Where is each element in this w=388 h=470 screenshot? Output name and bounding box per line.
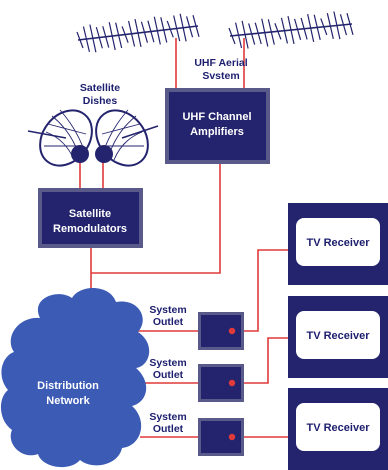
satellite-remodulators-box: Satellite Remodulators <box>38 188 143 248</box>
uhf-aerial-label-line1: UHF Aerial <box>194 57 247 69</box>
system-outlet-2: System Outlet <box>149 357 244 402</box>
network-label-line2: Network <box>46 395 90 407</box>
network-label-line1: Distribution <box>37 380 99 392</box>
tv-receiver-3: TV Receiver <box>288 388 388 470</box>
tv-receiver-1-label: TV Receiver <box>307 237 371 249</box>
uhf-amplifiers-label-line2: Amplifiers <box>190 126 244 138</box>
tv-receiver-2: TV Receiver <box>288 296 388 378</box>
satellite-dish-left-icon <box>27 109 93 167</box>
uhf-channel-amplifiers-box: UHF Channel Amplifiers <box>165 88 270 164</box>
satellite-dishes-label-line2: Dishes <box>83 95 118 107</box>
uhf-aerial-label-line2: Svstem <box>202 70 239 82</box>
tv-receiver-2-label: TV Receiver <box>307 330 371 342</box>
outlet-1-label-line2: Outlet <box>153 316 184 328</box>
outlet-3-label-line2: Outlet <box>153 423 184 435</box>
remodulators-label-line1: Satellite <box>69 208 111 220</box>
distribution-network-cloud: Distribution Network <box>0 287 150 468</box>
tv-receiver-1: TV Receiver <box>288 203 388 285</box>
outlet-2-label-line2: Outlet <box>153 369 184 381</box>
uhf-amplifiers-label-line1: UHF Channel <box>182 111 251 123</box>
tv-receiver-3-label: TV Receiver <box>307 422 371 434</box>
system-outlet-1: System Outlet <box>149 304 244 350</box>
uhf-aerial-left-icon <box>76 13 200 53</box>
outlet-3-label-line1: System <box>149 411 186 423</box>
outlet-1-label-line1: System <box>149 304 186 316</box>
remodulators-label-line2: Remodulators <box>53 223 127 235</box>
outlet-2-label-line1: System <box>149 357 186 369</box>
satellite-dishes-label-line1: Satellite <box>80 82 120 94</box>
system-outlet-3: System Outlet <box>149 411 244 456</box>
uhf-aerial-right-icon <box>228 11 354 49</box>
satellite-dish-right-icon <box>95 109 159 167</box>
